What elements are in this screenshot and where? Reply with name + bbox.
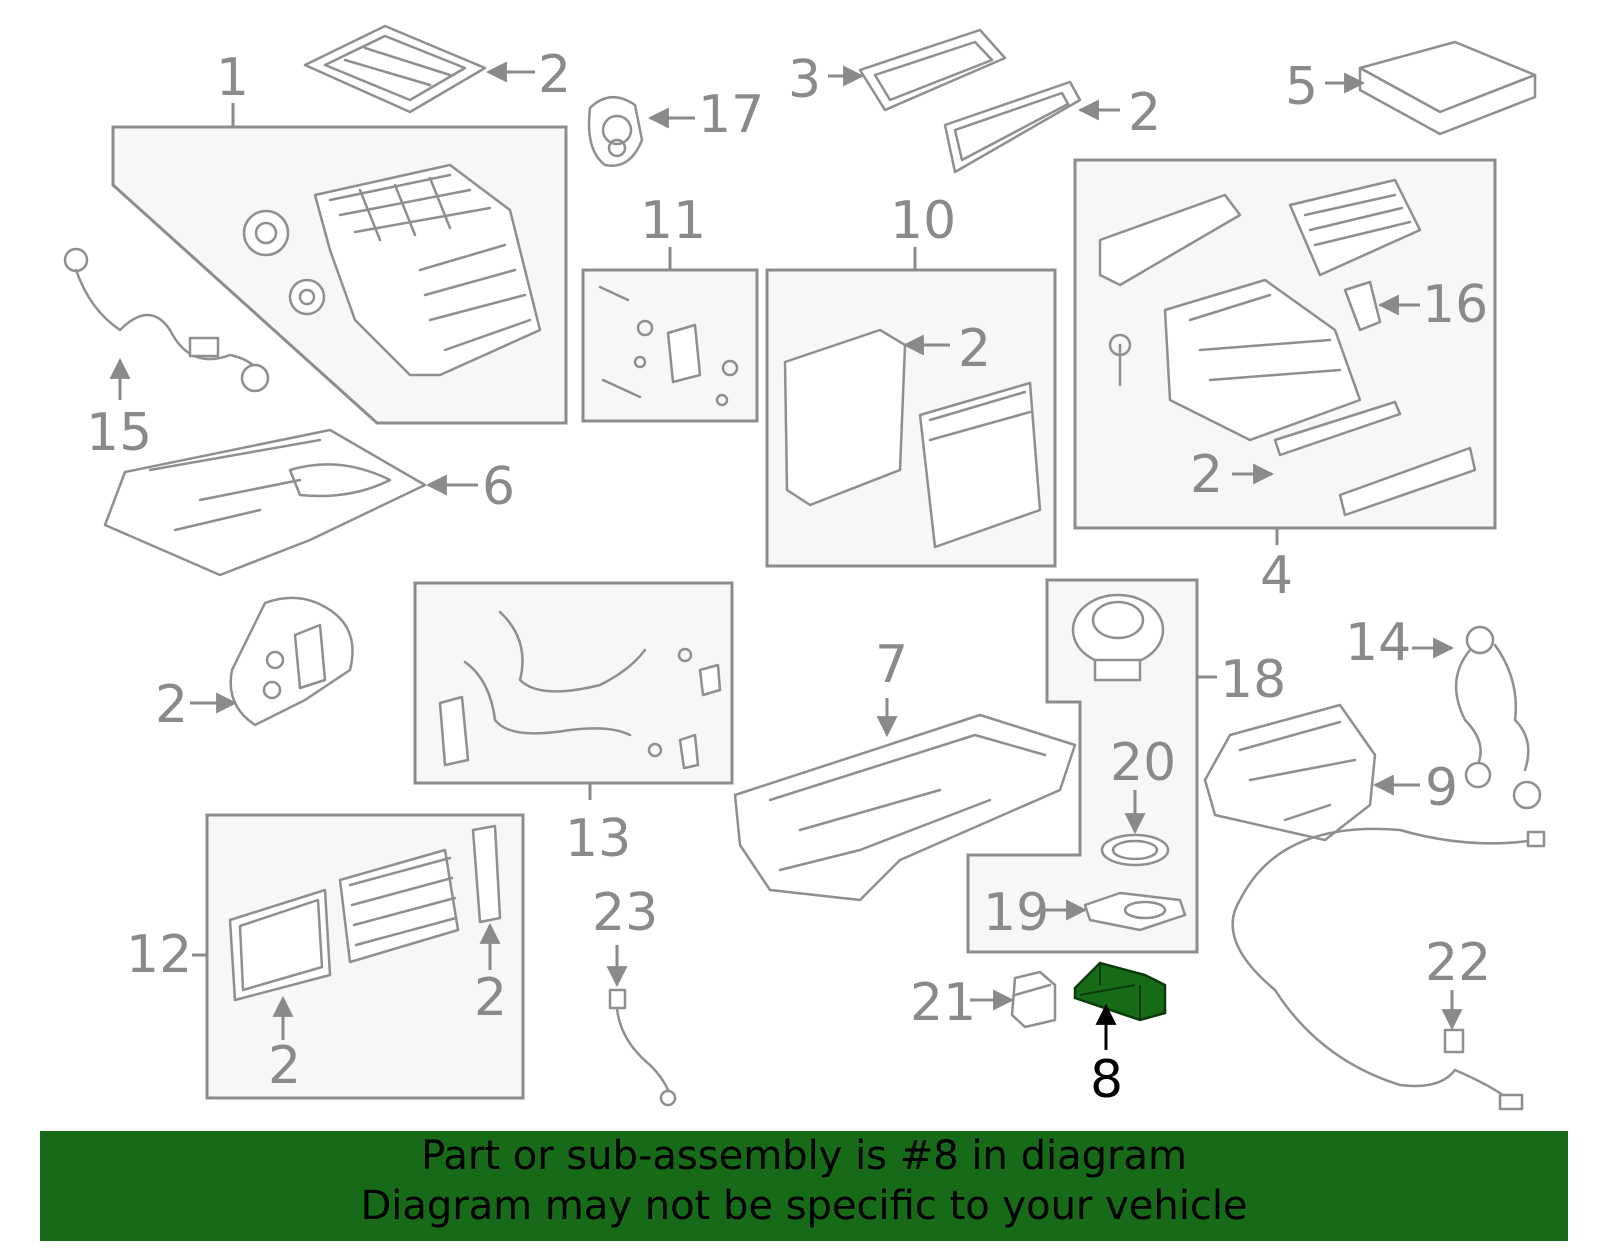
label-12: 12 [126,925,192,985]
label-21: 21 [910,973,976,1033]
label-9: 9 [1425,758,1458,818]
part-23 [608,988,677,1107]
banner-line-2: Diagram may not be specific to your vehi… [360,1183,1248,1229]
label-13: 13 [565,809,631,869]
label-2-left-seal: 2 [155,675,188,735]
fasteners-part [598,285,739,407]
label-1: 1 [216,48,249,108]
part-21 [1010,970,1057,1029]
label-2-seal: 2 [1128,83,1161,143]
part-20 [1100,833,1170,867]
evaporator-part [783,328,1042,549]
label-8-highlighted: 8 [1090,1050,1123,1110]
part-8-highlighted [1073,961,1167,1022]
label-2-filter: 2 [538,45,571,105]
label-3: 3 [788,50,821,110]
label-19: 19 [983,883,1049,943]
label-2-heater-bottom: 2 [268,1036,301,1096]
blower-housing-part [1098,178,1477,517]
hvac-case-part [242,163,542,377]
label-7: 7 [875,635,908,695]
label-10: 10 [890,191,956,251]
ac-lines-part [438,610,722,770]
part-9 [1203,703,1377,842]
filter-part-top [303,24,487,114]
part-22 [1231,827,1546,1111]
label-20: 20 [1110,733,1176,793]
info-banner: Part or sub-assembly is #8 in diagram Di… [40,1131,1568,1241]
part-15 [63,247,270,393]
part-6 [103,428,427,577]
blower-motor-part [1071,593,1165,682]
label-17: 17 [698,85,764,145]
seal-part-2b [943,80,1082,174]
part-5 [1358,40,1537,136]
label-14: 14 [1345,613,1411,673]
label-2-heater-right: 2 [474,968,507,1028]
label-2-blower: 2 [1190,445,1223,505]
label-16: 16 [1422,275,1488,335]
label-15: 15 [86,403,152,463]
banner-line-1: Part or sub-assembly is #8 in diagram [421,1133,1187,1179]
label-22: 22 [1425,933,1491,993]
label-6: 6 [482,457,515,517]
label-2-evaporator: 2 [958,319,991,379]
part-19 [1083,891,1187,932]
part-3 [858,28,1007,112]
seal-part-2d [229,596,354,727]
label-4: 4 [1260,546,1293,606]
label-5: 5 [1285,57,1318,117]
heater-core-part [228,824,502,1002]
group-box-13 [413,581,734,785]
label-18: 18 [1220,650,1286,710]
label-23: 23 [592,883,658,943]
part-17 [587,96,644,167]
label-11: 11 [640,191,706,251]
part-14 [1454,625,1542,810]
part-7 [733,713,1077,902]
